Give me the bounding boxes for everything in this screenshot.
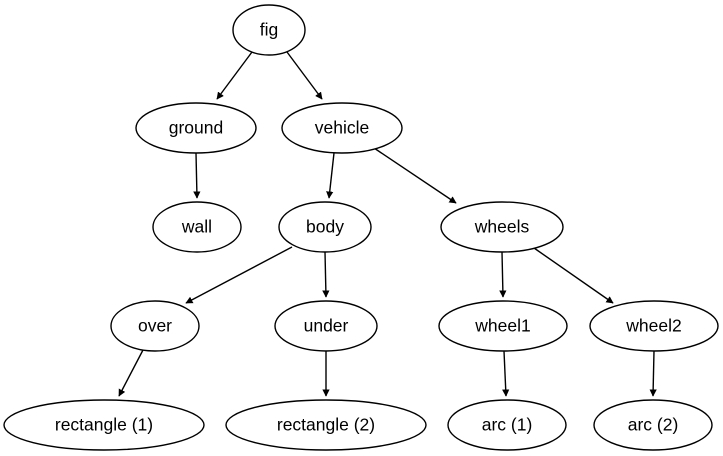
nodes-layer: fig ground vehicle wall body wheels over under w… bbox=[3, 4, 719, 451]
node-rectangle1[interactable]: rectangle (1) bbox=[3, 399, 205, 451]
edge-vehicle-to-body bbox=[326, 152, 335, 199]
node-wall[interactable]: wall bbox=[152, 201, 242, 253]
edge-wheel2-to-arc2 bbox=[649, 350, 657, 397]
edge-body-to-over bbox=[185, 246, 293, 304]
node-wheels[interactable]: wheels bbox=[440, 201, 564, 253]
node-ellipse-arc1 bbox=[447, 399, 567, 451]
node-wheel1[interactable]: wheel1 bbox=[438, 300, 568, 352]
node-ellipse-wheels bbox=[440, 201, 564, 253]
node-ellipse-wheel2 bbox=[589, 300, 719, 352]
edge-fig-to-vehicle bbox=[286, 51, 323, 100]
edge-ground-to-wall bbox=[193, 152, 201, 199]
node-over[interactable]: over bbox=[110, 300, 200, 352]
node-arc2[interactable]: arc (2) bbox=[593, 399, 713, 451]
node-ellipse-rectangle1 bbox=[3, 399, 205, 451]
node-fig[interactable]: fig bbox=[232, 4, 306, 56]
edge-fig-to-ground bbox=[216, 51, 253, 100]
edge-over-to-rectangle1 bbox=[118, 349, 144, 397]
node-under[interactable]: under bbox=[274, 300, 378, 352]
edge-vehicle-to-wheels bbox=[373, 147, 457, 204]
node-ellipse-fig bbox=[232, 4, 306, 56]
node-rectangle2[interactable]: rectangle (2) bbox=[225, 399, 427, 451]
edge-wheels-to-wheel2 bbox=[533, 247, 614, 304]
node-body[interactable]: body bbox=[278, 201, 372, 253]
node-ellipse-vehicle bbox=[281, 102, 403, 154]
node-wheel2[interactable]: wheel2 bbox=[589, 300, 719, 352]
node-ellipse-under bbox=[274, 300, 378, 352]
node-ellipse-wall bbox=[152, 201, 242, 253]
edge-wheels-to-wheel1 bbox=[499, 251, 507, 298]
node-ellipse-wheel1 bbox=[438, 300, 568, 352]
node-ellipse-body bbox=[278, 201, 372, 253]
node-ellipse-ground bbox=[135, 102, 257, 154]
node-ellipse-rectangle2 bbox=[225, 399, 427, 451]
node-ellipse-over bbox=[110, 300, 200, 352]
node-ground[interactable]: ground bbox=[135, 102, 257, 154]
node-arc1[interactable]: arc (1) bbox=[447, 399, 567, 451]
edges-layer bbox=[118, 51, 657, 397]
edge-wheel1-to-arc1 bbox=[502, 350, 510, 397]
node-vehicle[interactable]: vehicle bbox=[281, 102, 403, 154]
edge-body-to-under bbox=[322, 251, 330, 298]
node-ellipse-arc2 bbox=[593, 399, 713, 451]
